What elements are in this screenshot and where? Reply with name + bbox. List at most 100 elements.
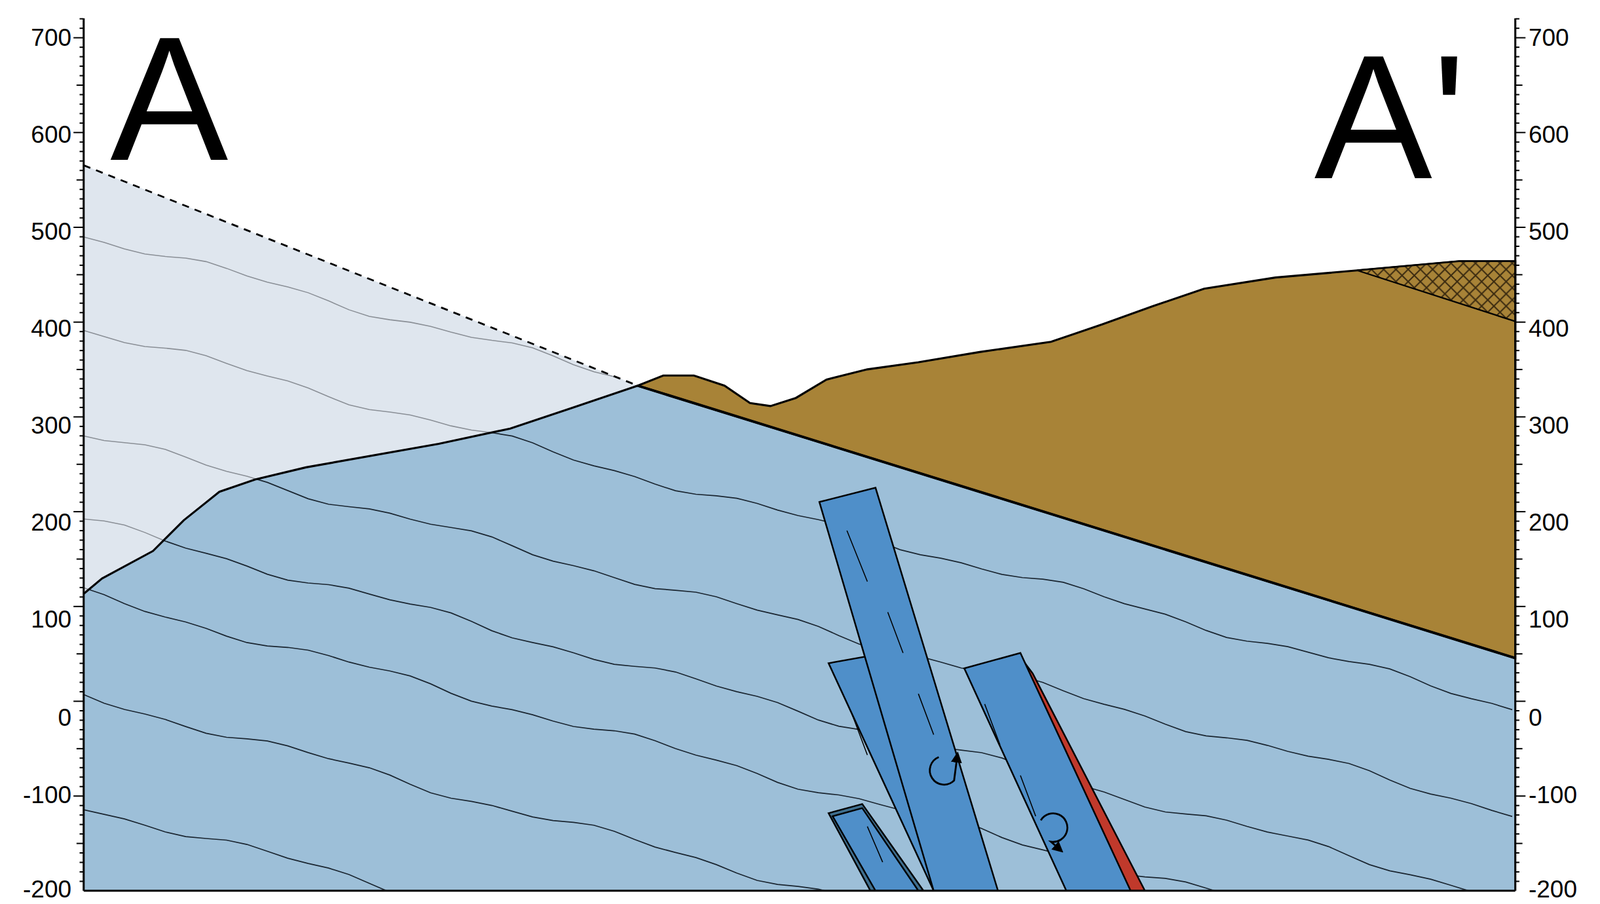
axis-tick <box>1515 690 1520 693</box>
axis-tick <box>79 586 84 589</box>
axis-tick <box>79 614 84 617</box>
axis-tick <box>1515 245 1520 247</box>
axis-tick <box>79 396 84 399</box>
axis-tick <box>79 804 84 807</box>
axis-tick <box>1515 198 1520 200</box>
axis-tick <box>73 605 84 608</box>
axis-tick <box>1515 378 1520 380</box>
axis-tick <box>79 861 84 863</box>
axis-tick <box>1515 605 1526 608</box>
axis-tick <box>1515 74 1520 76</box>
axis-tick <box>79 425 84 428</box>
axis-tick <box>79 633 84 636</box>
axis-tick <box>1515 823 1520 826</box>
axis-tick <box>1515 311 1520 314</box>
axis-tick <box>73 795 84 797</box>
axis-tick <box>79 434 84 437</box>
axis-tick <box>1515 179 1523 181</box>
axis-tick <box>79 93 84 95</box>
axis-tick <box>1515 861 1520 863</box>
axis-tick <box>1515 510 1526 513</box>
axis-tick <box>79 776 84 778</box>
axis-tick <box>73 510 84 513</box>
axis-tick <box>79 122 84 124</box>
axis-tick <box>1515 833 1520 835</box>
axis-tick <box>1515 738 1520 740</box>
elevation-label: 300 <box>1528 413 1570 438</box>
axis-tick <box>1515 880 1520 882</box>
elevation-label: 0 <box>1528 705 1543 730</box>
axis-tick <box>79 46 84 48</box>
axis-tick <box>1515 141 1520 143</box>
elevation-label: 0 <box>57 705 72 730</box>
axis-tick <box>79 662 84 665</box>
axis-tick <box>79 283 84 285</box>
axis-tick <box>79 217 84 219</box>
elevation-label: 600 <box>1528 122 1570 147</box>
axis-tick <box>79 624 84 627</box>
axis-tick <box>79 814 84 816</box>
axis-tick <box>1515 349 1520 352</box>
axis-tick <box>79 576 84 579</box>
axis-tick <box>79 472 84 475</box>
axis-tick <box>1515 273 1523 276</box>
axis-tick <box>79 65 84 67</box>
axis-tick <box>1515 425 1520 428</box>
axis-tick <box>1515 65 1520 67</box>
projected-surface <box>83 165 638 386</box>
axis-tick <box>79 349 84 352</box>
axis-tick <box>79 738 84 740</box>
rotation-arrows <box>930 757 1068 849</box>
axis-tick <box>1515 27 1520 29</box>
axis-tick <box>1515 56 1520 58</box>
axis-tick <box>1515 785 1520 788</box>
axis-tick <box>79 18 84 20</box>
axis-tick <box>1515 453 1520 456</box>
axis-tick <box>79 141 84 143</box>
axis-tick <box>1515 662 1520 665</box>
axis-tick <box>73 131 84 133</box>
axis-tick <box>79 103 84 105</box>
axis-tick <box>79 406 84 409</box>
axis-tick <box>1515 150 1520 152</box>
elevation-label: 300 <box>30 413 72 438</box>
axis-tick <box>1515 217 1520 219</box>
elevation-label: 500 <box>1528 219 1570 244</box>
axis-tick <box>79 330 84 333</box>
ground-surface <box>83 385 638 595</box>
axis-tick <box>1515 254 1520 257</box>
axis-tick <box>1515 757 1520 759</box>
axis-tick <box>79 340 84 342</box>
axis-tick <box>1515 652 1523 655</box>
axis-tick <box>79 245 84 247</box>
axis-tick <box>1515 871 1520 873</box>
axis-tick <box>79 235 84 238</box>
section-base <box>83 889 1516 892</box>
elevation-label: 200 <box>30 510 72 535</box>
axis-tick <box>1515 321 1526 323</box>
axis-tick <box>1515 795 1526 797</box>
axis-tick <box>1515 747 1523 750</box>
axis-tick <box>1515 103 1520 105</box>
axis-tick <box>1515 283 1520 285</box>
axis-tick <box>79 520 84 522</box>
axis-tick <box>79 112 84 114</box>
axis-tick <box>1515 387 1520 390</box>
axis-tick <box>76 747 84 750</box>
axis-tick <box>79 728 84 731</box>
axis-tick <box>1515 766 1520 769</box>
elevation-label: 600 <box>30 122 72 147</box>
axis-tick <box>79 595 84 598</box>
axis-tick <box>1515 681 1520 684</box>
axis-tick <box>1515 586 1520 589</box>
axis-tick <box>1515 558 1523 560</box>
axis-tick <box>79 444 84 447</box>
axis-tick <box>1515 482 1520 484</box>
axis-tick <box>79 501 84 503</box>
axis-tick <box>1515 595 1520 598</box>
axis-tick <box>1515 368 1523 371</box>
axis-tick <box>1515 633 1520 636</box>
axis-tick <box>79 482 84 484</box>
elevation-label: 400 <box>30 316 72 341</box>
axis-tick <box>79 188 84 190</box>
